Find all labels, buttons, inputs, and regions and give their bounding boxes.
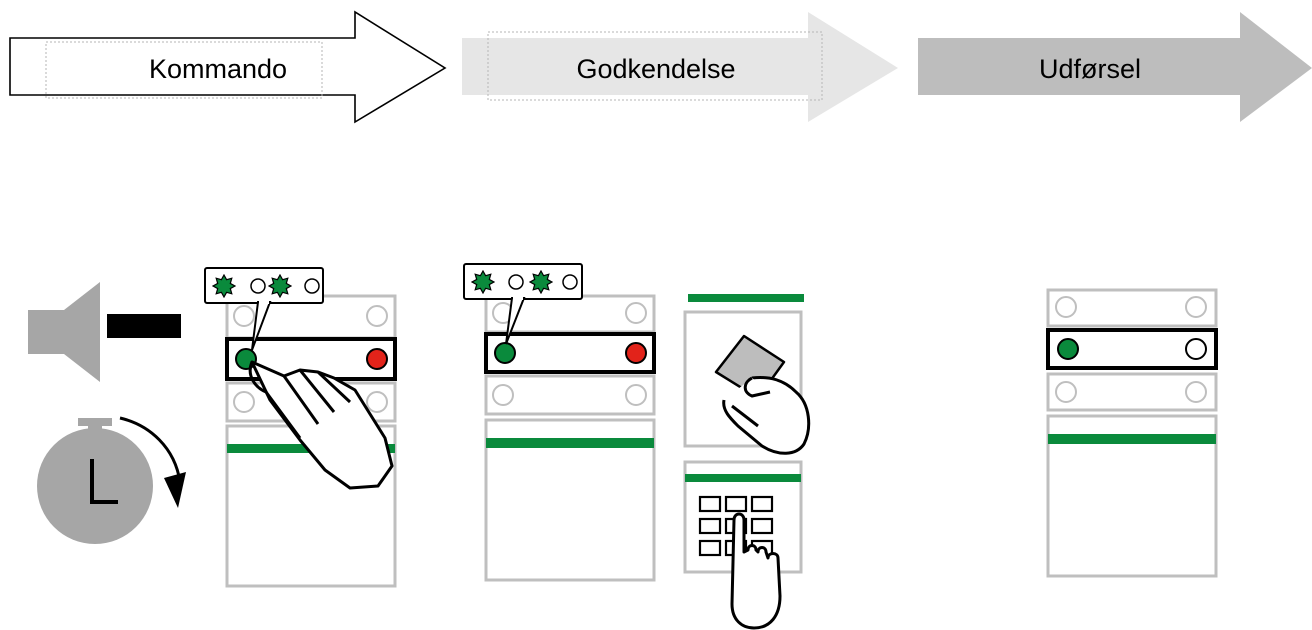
panel-approval [463, 263, 656, 582]
led-off [625, 384, 647, 406]
led-callout [204, 267, 324, 351]
flash-icon [529, 270, 553, 294]
led-off [625, 302, 647, 324]
led-off [1185, 338, 1207, 360]
led-off [233, 305, 255, 327]
panel-command [204, 267, 397, 588]
led-green [494, 342, 516, 364]
step-label-kommando: Kommando [149, 54, 287, 84]
status-indicator-bar [486, 438, 654, 448]
led-off [1055, 381, 1077, 403]
flash-icon [268, 274, 292, 298]
led-red [625, 342, 647, 364]
led-off [233, 391, 255, 413]
step-label-godkendelse: Godkendelse [576, 54, 735, 84]
step-arrow-godkendelse: Godkendelse [462, 12, 898, 122]
led-off [492, 384, 514, 406]
led-red [366, 348, 388, 370]
led-off [1185, 296, 1207, 318]
led-off [366, 305, 388, 327]
stopwatch-icon [37, 416, 186, 544]
led-off [366, 391, 388, 413]
step-arrow-kommando: Kommando [9, 10, 447, 124]
step-label-udforsel: Udførsel [1039, 54, 1141, 84]
panel-execution [1046, 288, 1218, 578]
flash-icon [471, 270, 495, 294]
card-reader-icon [683, 294, 811, 455]
led-off [1185, 381, 1207, 403]
hand-press-icon [248, 360, 394, 490]
keypad-icon [683, 460, 803, 630]
led-off [1055, 296, 1077, 318]
flash-icon [212, 274, 236, 298]
led-green [1057, 338, 1079, 360]
led-callout [463, 263, 583, 345]
status-indicator-bar [1048, 434, 1216, 444]
speaker-icon [28, 282, 181, 382]
step-arrow-udforsel: Udførsel [918, 12, 1312, 122]
